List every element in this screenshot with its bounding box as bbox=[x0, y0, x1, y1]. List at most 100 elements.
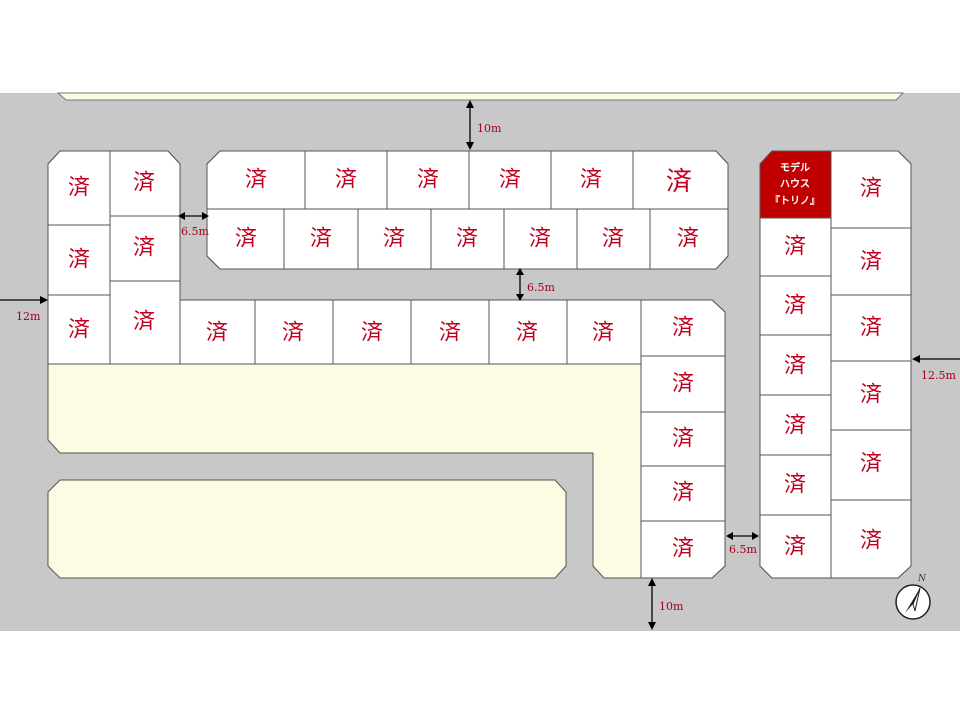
sold-label: 済 bbox=[784, 235, 806, 260]
lot[interactable]: 済 bbox=[47, 150, 111, 226]
sold-label: 済 bbox=[68, 318, 90, 343]
lot[interactable]: 済 bbox=[640, 465, 726, 522]
lot[interactable]: 済 bbox=[640, 411, 726, 467]
sold-label: 済 bbox=[282, 321, 304, 346]
lot[interactable]: 済 bbox=[206, 150, 306, 210]
lot[interactable]: 済 bbox=[830, 429, 912, 501]
sold-label: 済 bbox=[235, 227, 257, 252]
dimension-left-road: 12m bbox=[0, 296, 48, 323]
lot[interactable]: 済 bbox=[488, 299, 568, 365]
lot[interactable]: 済 bbox=[332, 299, 412, 365]
sold-label: 済 bbox=[672, 372, 694, 397]
lot[interactable]: 済 bbox=[759, 217, 832, 277]
sold-label: 済 bbox=[335, 168, 357, 193]
lot[interactable]: 済 bbox=[430, 208, 505, 270]
sold-label: 済 bbox=[529, 227, 551, 252]
lot[interactable]: 済 bbox=[179, 299, 256, 365]
lot[interactable]: 済 bbox=[386, 150, 470, 210]
north-arrow-icon: N bbox=[895, 574, 931, 620]
sold-label: 済 bbox=[68, 248, 90, 273]
lot[interactable]: 済 bbox=[304, 150, 388, 210]
lot[interactable]: 済 bbox=[109, 150, 181, 217]
lot[interactable]: 済 bbox=[410, 299, 490, 365]
lot[interactable]: 済 bbox=[566, 299, 642, 365]
lot[interactable]: 済 bbox=[109, 280, 181, 365]
sold-label: 済 bbox=[383, 227, 405, 252]
sold-label: 済 bbox=[361, 321, 383, 346]
sold-label: 済 bbox=[499, 168, 521, 193]
lot[interactable]: 済 bbox=[47, 294, 111, 365]
model-house-label-line3: 『トリノ』 bbox=[770, 194, 820, 207]
lot[interactable]: 済 bbox=[759, 334, 832, 396]
sold-label: 済 bbox=[672, 316, 694, 341]
sold-label: 済 bbox=[310, 227, 332, 252]
dimension-label: 12m bbox=[16, 310, 41, 323]
sold-label: 済 bbox=[133, 310, 155, 335]
sold-label: 済 bbox=[860, 177, 882, 202]
lot[interactable]: 済 bbox=[640, 355, 726, 413]
sold-label: 済 bbox=[784, 535, 806, 560]
model-house-label-line1: モデル bbox=[780, 161, 810, 174]
dimension-top-road: 10m bbox=[466, 100, 502, 150]
sold-label: 済 bbox=[784, 473, 806, 498]
sold-label: 済 bbox=[784, 294, 806, 319]
sold-label: 済 bbox=[206, 321, 228, 346]
lot[interactable]: 済 bbox=[254, 299, 334, 365]
sold-label: 済 bbox=[516, 321, 538, 346]
sold-label: 済 bbox=[602, 227, 624, 252]
dimension-label: 6.5m bbox=[729, 543, 757, 556]
lot[interactable]: 済 bbox=[47, 224, 111, 296]
sold-label: 済 bbox=[417, 168, 439, 193]
sold-label: 済 bbox=[68, 176, 90, 201]
sold-label: 済 bbox=[456, 227, 478, 252]
lot[interactable]: 済 bbox=[640, 299, 726, 357]
dimension-label: 6.5m bbox=[527, 281, 555, 294]
lot[interactable]: 済 bbox=[503, 208, 578, 270]
dimension-right-road: 12.5m bbox=[912, 355, 960, 382]
lot[interactable]: 済 bbox=[468, 150, 552, 210]
lot[interactable]: 済 bbox=[649, 208, 729, 270]
lot[interactable]: 済 bbox=[109, 215, 181, 282]
dimension-label: 6.5m bbox=[181, 225, 209, 238]
sold-label: 済 bbox=[677, 227, 699, 252]
sold-label: 済 bbox=[784, 414, 806, 439]
lot[interactable]: 済 bbox=[830, 294, 912, 362]
lot[interactable]: 済 bbox=[830, 360, 912, 431]
park-bottom-left bbox=[47, 479, 567, 579]
sold-label: 済 bbox=[672, 427, 694, 452]
dimension-inner-right: 6.5m bbox=[726, 532, 759, 556]
sold-label: 済 bbox=[860, 316, 882, 341]
sold-label: 済 bbox=[860, 529, 882, 554]
sold-label: 済 bbox=[133, 171, 155, 196]
lot[interactable]: 済 bbox=[640, 520, 726, 579]
sold-label: 済 bbox=[592, 321, 614, 346]
lot[interactable]: 済 bbox=[550, 150, 634, 210]
sold-label: 済 bbox=[245, 168, 267, 193]
sold-label: 済 bbox=[580, 168, 602, 193]
lot[interactable]: 済 bbox=[206, 208, 285, 270]
lot[interactable]: 済 bbox=[357, 208, 432, 270]
sold-label: 済 bbox=[666, 167, 692, 197]
lot[interactable]: 済 bbox=[759, 394, 832, 456]
lot[interactable]: 済 bbox=[830, 227, 912, 296]
lot[interactable]: 済 bbox=[759, 275, 832, 336]
lot[interactable]: 済 bbox=[830, 150, 912, 229]
compass-label: N bbox=[917, 574, 927, 584]
dimension-inner-middle: 6.5m bbox=[516, 268, 555, 301]
sold-label: 済 bbox=[133, 236, 155, 261]
lot[interactable]: 済 bbox=[830, 499, 912, 579]
lot[interactable]: 済 bbox=[283, 208, 359, 270]
dimension-inner-left: 6.5m bbox=[178, 212, 209, 238]
dimension-bottom-road: 10m bbox=[648, 578, 684, 630]
lot[interactable]: 済 bbox=[576, 208, 651, 270]
dimension-label: 10m bbox=[477, 122, 502, 135]
lot[interactable]: 済 bbox=[759, 454, 832, 516]
model-house-lot[interactable]: モデル ハウス 『トリノ』 bbox=[759, 150, 832, 219]
model-house-label-line2: ハウス bbox=[780, 178, 810, 190]
lot[interactable]: 済 bbox=[632, 150, 729, 210]
lot[interactable]: 済 bbox=[759, 514, 832, 579]
sold-label: 済 bbox=[672, 537, 694, 562]
dimension-label: 12.5m bbox=[921, 369, 956, 382]
sold-label: 済 bbox=[439, 321, 461, 346]
sold-label: 済 bbox=[784, 354, 806, 379]
